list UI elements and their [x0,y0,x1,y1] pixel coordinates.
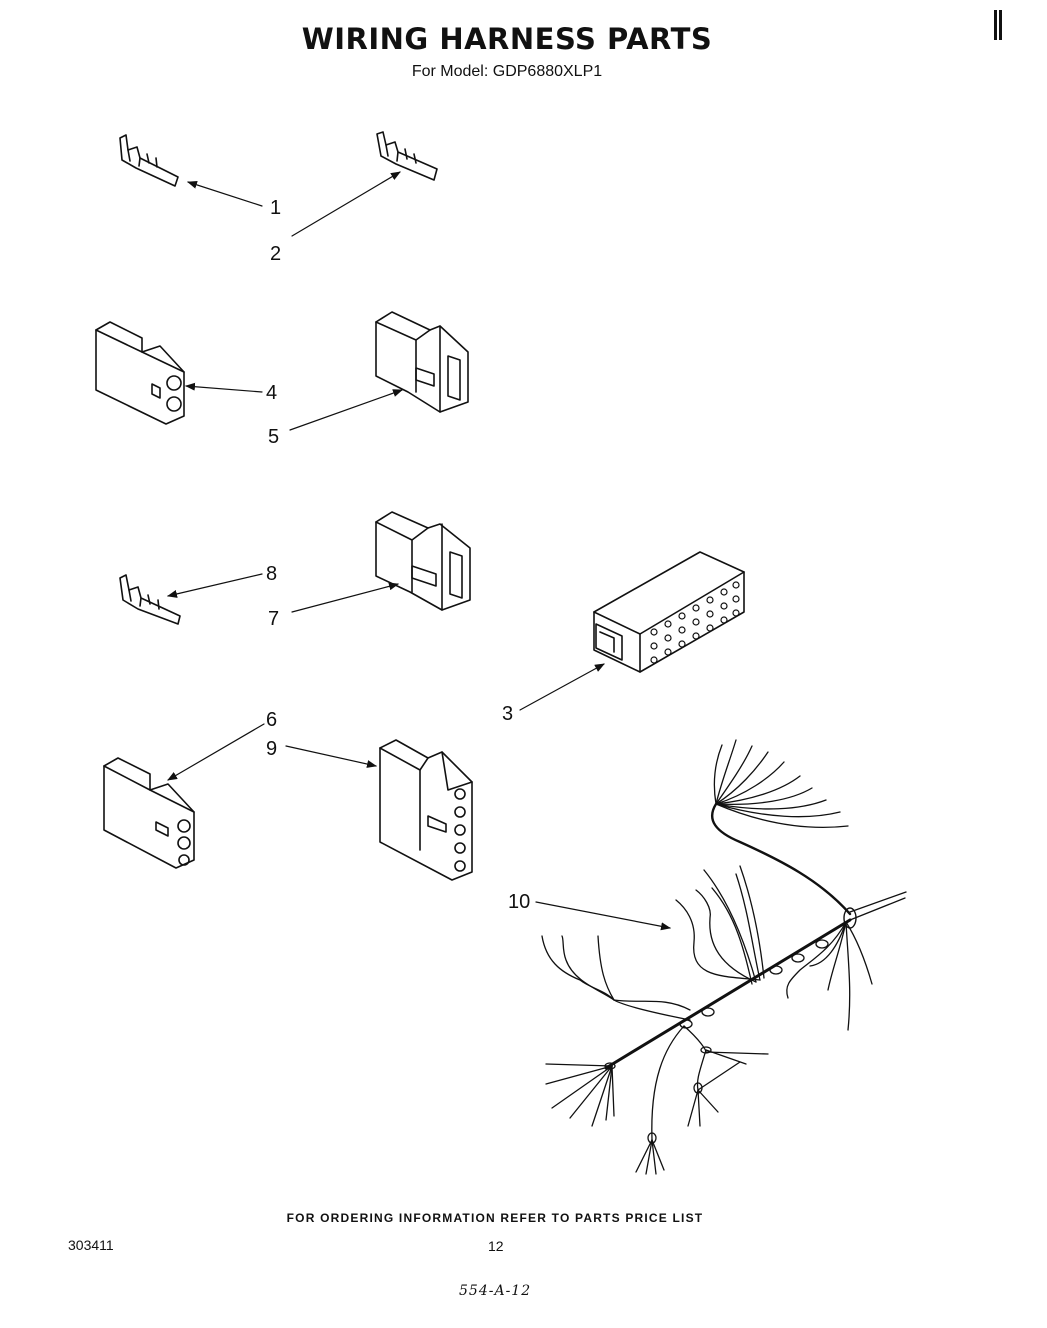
housing-part-7 [375,511,471,611]
terminal-part-8 [119,574,181,625]
connector-pin-holes [650,581,740,664]
callout-2: 2 [270,243,281,265]
connector-part-6 [103,757,195,869]
leader-lines [167,171,671,931]
page-number: 12 [488,1238,504,1254]
terminal-part-1 [119,134,179,187]
ordering-note: FOR ORDERING INFORMATION REFER TO PARTS … [286,1211,704,1225]
corner-registration-marks [994,10,1002,40]
handwritten-code: 554-A-12 [459,1283,532,1299]
callout-3: 3 [502,703,513,725]
callout-labels: 1 2 4 5 8 7 3 6 9 10 [266,197,530,913]
callout-9: 9 [266,738,277,760]
connector-part-4 [95,321,185,425]
housing-part-9 [379,739,473,881]
document-number: 303411 [68,1237,114,1253]
model-subtitle: For Model: GDP6880XLP1 [411,63,603,80]
callout-4: 4 [266,382,277,404]
callout-8: 8 [266,563,277,585]
callout-10: 10 [508,891,530,913]
page-title: WIRING HARNESS PARTS [301,22,713,56]
callout-5: 5 [268,426,279,448]
housing-part-5 [375,311,469,413]
terminal-part-2 [376,131,438,181]
callout-6: 6 [266,709,277,731]
callout-7: 7 [268,608,279,630]
callout-1: 1 [270,197,281,219]
connector-part-3 [593,551,745,673]
wiring-harness-part-10 [541,739,907,1175]
